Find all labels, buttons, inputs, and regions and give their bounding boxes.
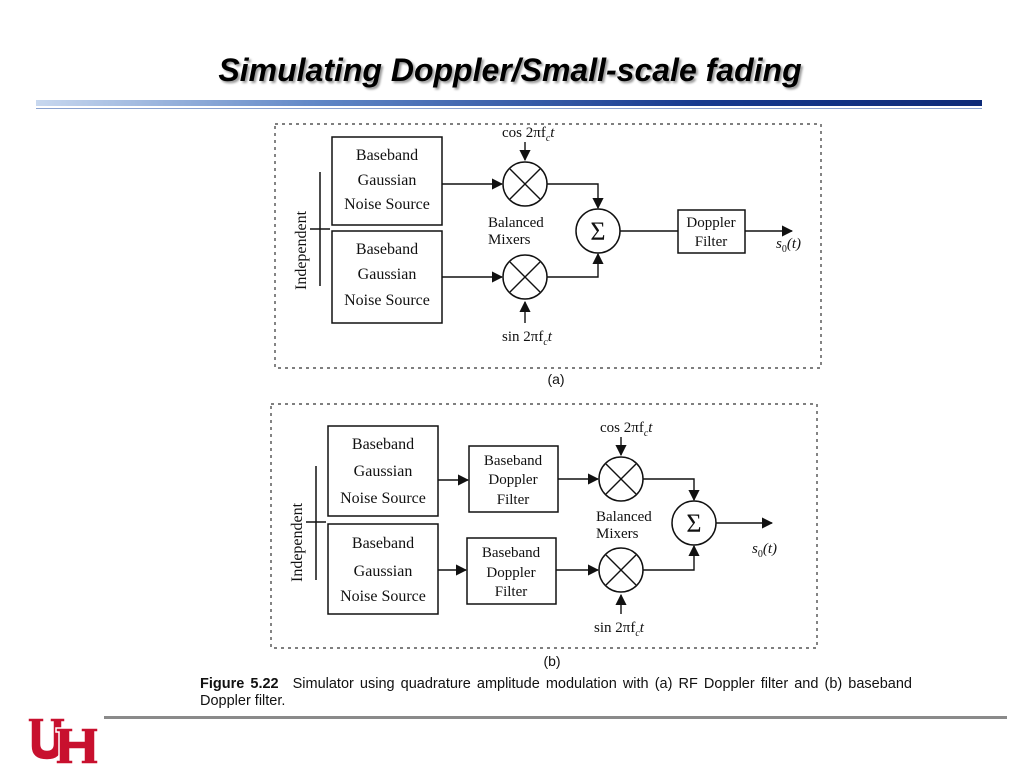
diagram-b-output-label: s0(t) <box>752 541 777 560</box>
diagram-a-filter-line2: Filter <box>695 234 728 250</box>
diagram-a-source2-line1: Baseband <box>356 241 418 258</box>
diagram-b-filter2-line3: Filter <box>495 584 528 600</box>
diagram-a: Independent Baseband Gaussian Noise Sour… <box>274 123 822 387</box>
diagram-a-output-label: s0(t) <box>776 236 801 255</box>
diagram-a-independent-label: Independent <box>293 210 310 290</box>
figure-caption-text: Simulator using quadrature amplitude mod… <box>200 676 912 709</box>
diagram-b-cos-label: cos 2πfct <box>600 420 653 439</box>
diagram-b-mixer-top <box>598 456 644 502</box>
diagram-b: Independent Baseband Gaussian Noise Sour… <box>270 403 818 669</box>
diagram-b-arrow-mixer-bottom-sum <box>643 544 700 571</box>
diagram-a-source2-line2: Gaussian <box>358 266 417 283</box>
diagram-a-mixers-label-2: Mixers <box>488 232 531 248</box>
diagram-a-source2-line3: Noise Source <box>344 292 430 309</box>
diagram-b-sum-symbol: Σ <box>686 509 701 538</box>
diagram-a-source1-line3: Noise Source <box>344 196 430 213</box>
diagram-a-cos-label: cos 2πfct <box>502 125 555 144</box>
diagram-a-mixers-label-1: Balanced <box>488 215 544 231</box>
diagram-a-source1-line2: Gaussian <box>358 172 417 189</box>
diagram-b-noise-source-2 <box>327 523 439 615</box>
diagram-a-sum-symbol: Σ <box>590 217 605 246</box>
diagram-b-source1-line3: Noise Source <box>340 490 426 507</box>
diagram-a-arrow-mixer-top-sum <box>547 183 604 210</box>
diagram-b-filter2-line2: Doppler <box>486 565 535 581</box>
footer-divider <box>104 716 1007 719</box>
diagram-a-filter-line1: Doppler <box>686 215 735 231</box>
diagram-a-frame <box>274 123 822 369</box>
diagram-a-sin-label: sin 2πfct <box>502 329 553 348</box>
diagram-a-mixer-top <box>502 161 548 207</box>
diagram-b-frame <box>270 403 818 649</box>
diagram-a-noise-source-1 <box>331 136 443 226</box>
diagram-b-filter1-line3: Filter <box>497 492 530 508</box>
diagram-b-source2-line1: Baseband <box>352 535 414 552</box>
diagram-b-noise-source-1 <box>327 425 439 517</box>
diagram-b-mixer-bottom <box>598 547 644 593</box>
diagram-b-mixers-label-2: Mixers <box>596 526 639 542</box>
diagram-b-arrow-mixer-top-sum <box>643 478 700 502</box>
diagram-b-sin-label: sin 2πfct <box>594 620 645 639</box>
diagram-b-source1-line1: Baseband <box>352 436 414 453</box>
title-divider <box>36 100 982 106</box>
diagram-a-noise-source-2 <box>331 230 443 324</box>
diagram-a-arrow-mixer-bottom-sum <box>547 252 604 278</box>
diagram-b-source1-line2: Gaussian <box>354 463 413 480</box>
uh-logo-icon <box>27 717 99 765</box>
diagram-a-panel-label: (a) <box>547 371 564 387</box>
diagram-b-panel-label: (b) <box>543 653 560 669</box>
slide-title: Simulating Doppler/Small-scale fading <box>218 52 802 88</box>
diagram-b-independent-label: Independent <box>289 502 306 582</box>
diagram-b-filter1-line1: Baseband <box>484 453 543 469</box>
diagram-b-source2-line3: Noise Source <box>340 588 426 605</box>
diagram-a-mixer-bottom <box>502 254 548 300</box>
diagram-b-filter1-line2: Doppler <box>488 472 537 488</box>
figure-number: Figure 5.22 <box>200 676 279 692</box>
diagram-b-filter2-line1: Baseband <box>482 545 541 561</box>
diagram-b-source2-line2: Gaussian <box>354 563 413 580</box>
diagram-b-baseband-filter-2 <box>466 537 557 605</box>
diagram-a-source1-line1: Baseband <box>356 147 418 164</box>
diagram-a-doppler-filter <box>677 209 746 254</box>
diagram-b-mixers-label-1: Balanced <box>596 509 652 525</box>
diagram-b-baseband-filter-1 <box>468 445 559 513</box>
title-divider-thin <box>36 108 982 109</box>
